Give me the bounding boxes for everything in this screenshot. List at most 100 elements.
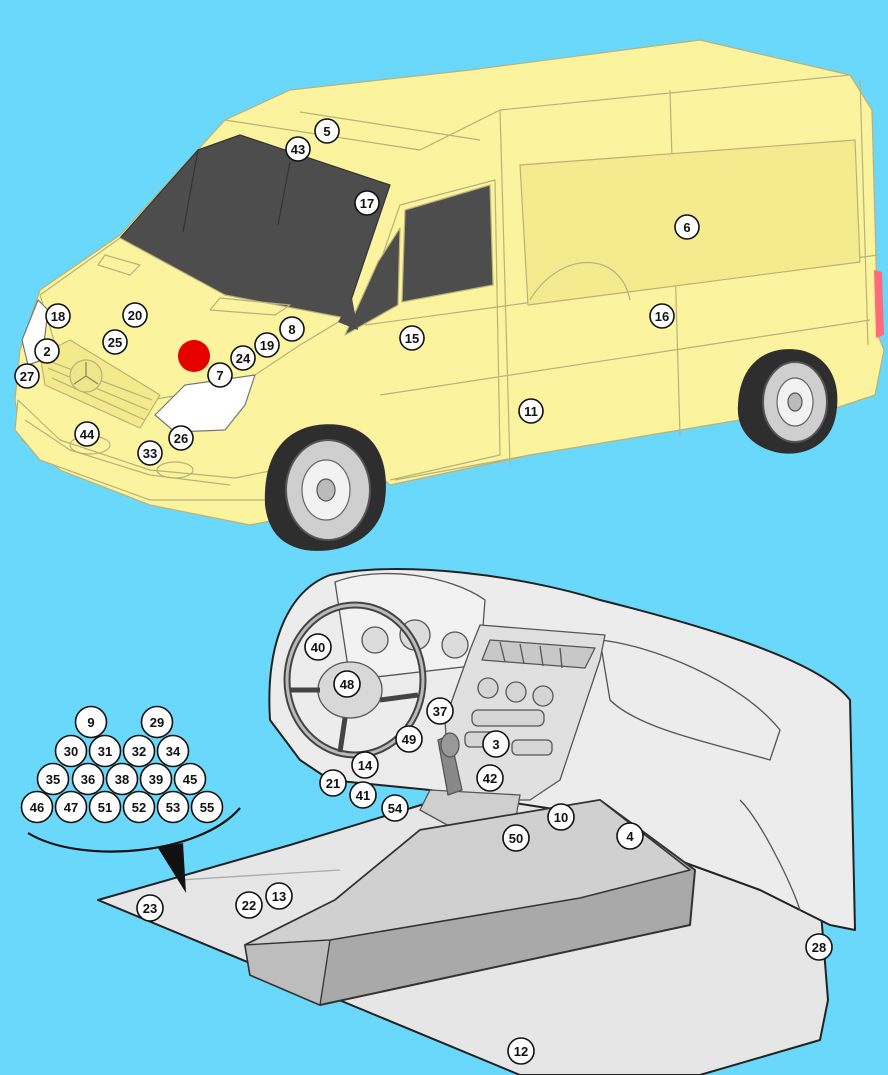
callout-circle [230,345,256,371]
callout-circle [395,725,423,753]
callout-circle [649,303,675,329]
callout-46: 46 [20,790,54,824]
callout-circle [168,425,194,451]
callout-circle [502,824,530,852]
callout-number: 14 [358,758,373,773]
callout-number: 12 [514,1044,528,1059]
callout-circle [349,781,377,809]
callout-circle [74,421,100,447]
callout-number: 48 [340,677,354,692]
callout-50: 50 [502,824,530,852]
callout-number: 38 [115,772,129,787]
callout-number: 26 [174,431,188,446]
callout-circle [36,762,70,796]
callout-15: 15 [399,325,425,351]
callout-number: 34 [166,744,181,759]
callout-47: 47 [54,790,88,824]
callout-circle [547,803,575,831]
callout-number: 9 [87,715,94,730]
callout-number: 40 [311,640,325,655]
callout-number: 37 [433,704,447,719]
van-illustration [14,39,885,551]
callout-circle [156,734,190,768]
callout-number: 33 [143,446,157,461]
callout-number: 43 [291,142,305,157]
callout-number: 54 [388,801,403,816]
callout-circle [190,790,224,824]
callout-5: 5 [314,118,340,144]
callout-25: 25 [102,329,128,355]
callout-number: 16 [655,309,669,324]
callout-number: 3 [492,737,499,752]
callout-43: 43 [285,136,311,162]
callout-35: 35 [36,762,70,796]
callout-26: 26 [168,425,194,451]
callout-circle [518,398,544,424]
callout-number: 42 [483,771,497,786]
callout-circle [476,764,504,792]
callout-circle [122,302,148,328]
callout-7: 7 [207,362,233,388]
callout-circle [285,136,311,162]
callout-24: 24 [230,345,256,371]
callout-number: 44 [80,427,95,442]
callout-number: 10 [554,810,568,825]
callout-29: 29 [140,705,174,739]
callout-circle [354,190,380,216]
callout-circle [71,762,105,796]
callout-circle [105,762,139,796]
callout-55: 55 [190,790,224,824]
callout-circle [507,1037,535,1065]
callout-circle [207,362,233,388]
quarter-window [344,227,401,336]
callout-42: 42 [476,764,504,792]
callout-circle [235,891,263,919]
callout-circle [54,734,88,768]
callout-number: 24 [236,351,251,366]
callout-circle [674,214,700,240]
callout-circle [279,316,305,342]
callout-6: 6 [674,214,700,240]
callout-number: 15 [405,331,419,346]
front-door-window [401,184,494,303]
callout-number: 5 [323,124,330,139]
callout-19: 19 [254,332,280,358]
callout-number: 21 [326,776,340,791]
callout-number: 36 [81,772,95,787]
highlight-marker [178,340,210,372]
callout-number: 20 [128,308,142,323]
callout-circle [14,363,40,389]
callout-circle [173,762,207,796]
callout-number: 18 [51,309,65,324]
callout-45: 45 [173,762,207,796]
callout-12: 12 [507,1037,535,1065]
callout-circle [20,790,54,824]
callout-54: 54 [381,794,409,822]
callout-22: 22 [235,891,263,919]
callout-circle [304,633,332,661]
callout-28: 28 [805,933,833,961]
callout-41: 41 [349,781,377,809]
callout-number: 27 [20,369,34,384]
callout-34: 34 [156,734,190,768]
callout-10: 10 [547,803,575,831]
callout-number: 32 [132,744,146,759]
callout-number: 23 [143,901,157,916]
callout-number: 2 [43,344,50,359]
callout-33: 33 [137,440,163,466]
callout-48: 48 [333,670,361,698]
callout-circle [45,303,71,329]
callout-27: 27 [14,363,40,389]
callout-number: 7 [216,368,223,383]
callout-number: 41 [356,788,370,803]
callout-number: 30 [64,744,78,759]
callout-number: 35 [46,772,60,787]
callout-circle [381,794,409,822]
callout-13: 13 [265,882,293,910]
callout-circle [136,894,164,922]
callout-circle [482,730,510,758]
callout-circle [74,705,108,739]
callout-31: 31 [88,734,122,768]
callout-4: 4 [616,822,644,850]
callout-40: 40 [304,633,332,661]
